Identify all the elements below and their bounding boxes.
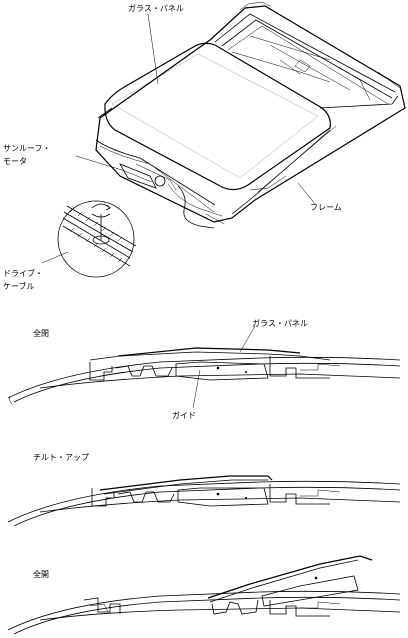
section-open-drawing (7, 555, 401, 635)
label-sunroof-motor-1: サンルーフ・ (3, 144, 51, 153)
label-guide: ガイド (172, 410, 196, 420)
drive-cable-inset (41, 200, 137, 278)
glass-panel (104, 42, 331, 191)
label-sunroof-motor-2: モータ (3, 157, 27, 166)
drive-cable (177, 185, 215, 229)
leader-glass-panel (147, 13, 159, 85)
leader-glass-panel-closed (239, 325, 256, 353)
leader-guide (192, 369, 201, 409)
sunroof-assembly-illustration (41, 1, 406, 278)
leader-motor (75, 155, 123, 171)
section-tilt-drawing (7, 475, 401, 527)
label-drive-cable-2: ケーブル (3, 281, 35, 291)
frame-outline (95, 5, 406, 223)
leader-cable (41, 251, 69, 264)
section-title-tilt: チルト・アップ (33, 453, 89, 462)
inset-circle (57, 200, 135, 278)
label-frame: フレーム (310, 203, 342, 212)
section-title-open: 全開 (33, 569, 49, 579)
leader-frame (297, 182, 317, 206)
label-drive-cable-1: ドライブ・ (3, 268, 43, 278)
section-closed-drawing (7, 325, 401, 409)
section-title-closed: 全閉 (33, 328, 49, 338)
sunroof-motor (119, 163, 177, 191)
rear-rails (214, 1, 401, 109)
front-rails (95, 107, 337, 215)
label-glass-panel-closed: ガラス・パネル (252, 318, 308, 328)
label-glass-panel-top: ガラス・パネル (128, 3, 184, 13)
